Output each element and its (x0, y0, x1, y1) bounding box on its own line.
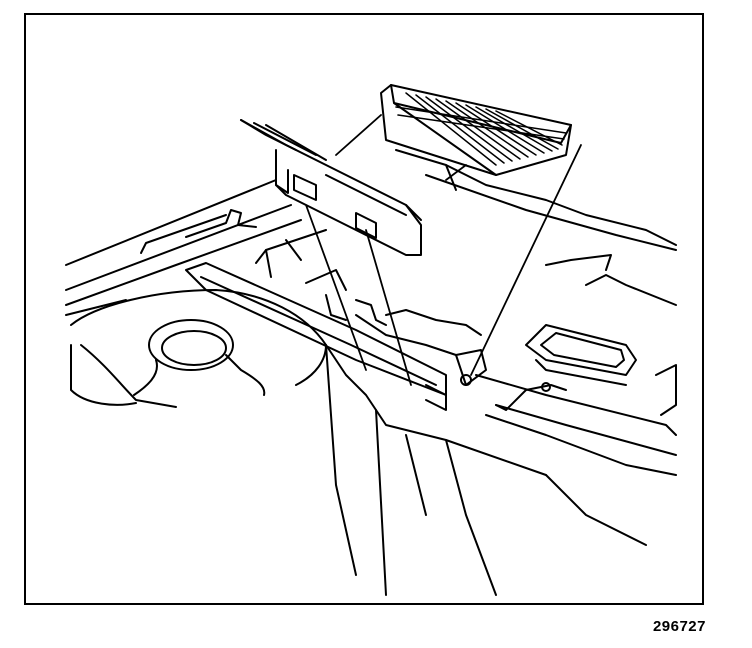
access-door (240, 119, 422, 256)
lower-panel-with-opening (70, 289, 327, 408)
filter-channel-rail (185, 229, 482, 396)
lower-housing (325, 344, 647, 596)
door-latch-left (293, 174, 317, 201)
gasketed-opening (525, 324, 637, 376)
cabin-air-filter (380, 84, 572, 176)
round-opening (148, 319, 234, 371)
cabin-air-filter-illustration (65, 84, 677, 596)
door-latch-right (355, 212, 377, 239)
right-cowl-structure (395, 149, 677, 476)
filter-retainer-clip (425, 349, 551, 411)
cowl-panel-lines (65, 179, 302, 316)
illustration-frame (24, 13, 704, 605)
installation-guide-lines (305, 114, 582, 386)
figure-id-label: 296727 (652, 618, 706, 635)
filter-pleats (395, 92, 567, 166)
